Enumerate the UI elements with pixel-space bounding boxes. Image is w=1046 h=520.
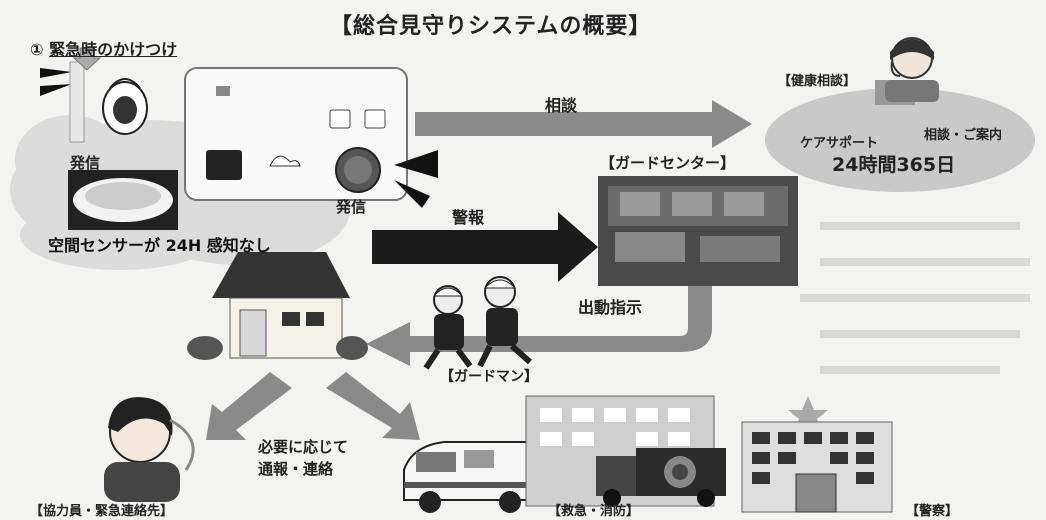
label-sensor: 空間センサーが 24H 感知なし bbox=[48, 236, 271, 255]
arrow-to-contacts bbox=[206, 372, 292, 440]
label-kyuukyuu: 【救急・消防】 bbox=[548, 504, 640, 519]
label-shutsudou: 出動指示 bbox=[578, 298, 643, 317]
section-heading: ① 緊急時のかけつけ bbox=[30, 36, 177, 60]
fire-truck-icon bbox=[596, 448, 726, 507]
section-number: ① bbox=[30, 40, 44, 59]
arrow-to-emergency bbox=[326, 372, 420, 440]
label-keisatsu: 【警察】 bbox=[906, 504, 959, 519]
dispatch-arrow bbox=[366, 286, 712, 366]
label-tsuuhou: 通報・連絡 bbox=[258, 460, 334, 478]
label-consult-guide: 相談・ご案内 bbox=[924, 128, 1003, 143]
police-station-icon bbox=[741, 396, 893, 513]
label-soudan: 相談 bbox=[545, 96, 578, 115]
label-hassin-button: 発信 bbox=[336, 198, 367, 216]
label-hours: 24時間365日 bbox=[832, 154, 956, 176]
guard-center-photo bbox=[598, 176, 798, 286]
label-kyouryoku: 【協力員・緊急連絡先】 bbox=[30, 504, 174, 519]
consult-arrow bbox=[415, 100, 752, 148]
signal-icon bbox=[40, 61, 85, 143]
label-guardman: 【ガードマン】 bbox=[440, 369, 538, 385]
down-arrow-icon bbox=[72, 47, 102, 71]
operator-icon bbox=[885, 37, 939, 102]
label-hitsuyou: 必要に応じて bbox=[258, 438, 349, 456]
contact-person-icon bbox=[104, 397, 195, 502]
alarm-arrow bbox=[372, 212, 598, 282]
label-kenkou: 【健康相談】 bbox=[778, 74, 857, 89]
faint-background-lines bbox=[800, 222, 1030, 374]
label-guard-center: 【ガードセンター】 bbox=[600, 154, 736, 172]
house-icon bbox=[187, 252, 368, 360]
label-hassin-top: 発信 bbox=[70, 154, 101, 172]
guardman-icon bbox=[423, 276, 532, 370]
pendant-device-icon bbox=[102, 78, 148, 135]
ambulance-icon bbox=[403, 441, 537, 513]
diagram-title: 【総合見守りシステムの概要】 bbox=[330, 14, 652, 39]
control-panel-device bbox=[184, 67, 438, 208]
label-keihou: 警報 bbox=[452, 208, 485, 227]
label-care-support: ケアサポート bbox=[800, 136, 879, 151]
section-label: 緊急時のかけつけ bbox=[49, 40, 178, 59]
ceiling-sensor-icon bbox=[68, 170, 178, 230]
